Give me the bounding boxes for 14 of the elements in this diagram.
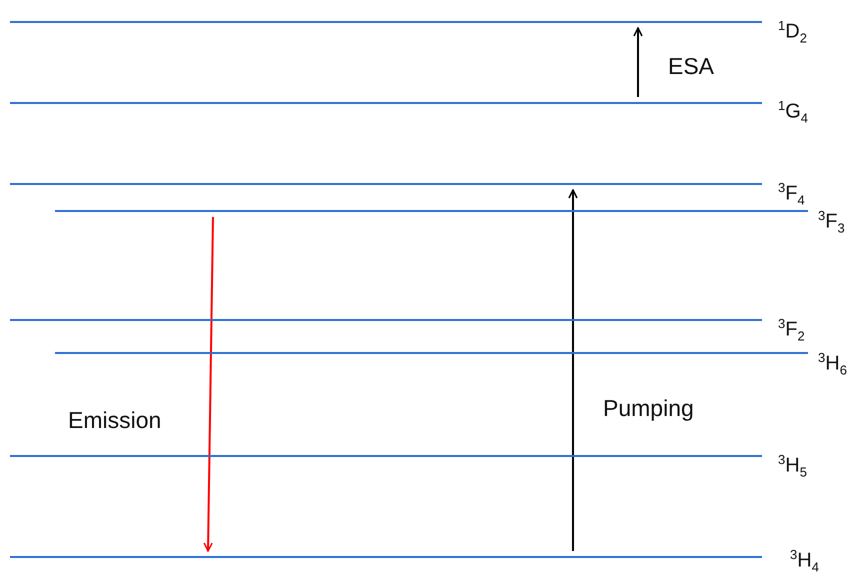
level-label: $^{3}$F$_{4}$ [778, 179, 805, 210]
level-label: $^{1}$D$_{2}$ [778, 17, 807, 48]
edge-label: Pumping [603, 394, 694, 422]
level-label: $^{1}$G$_{4}$ [778, 97, 808, 128]
edge-label: Emission [68, 406, 162, 434]
arrow [568, 189, 578, 551]
arrow [633, 27, 643, 97]
edge-label: ESA [668, 52, 714, 80]
level-label: $^{3}$F$_{2}$ [778, 315, 805, 346]
level-label: $^{3}$H$_{4}$ [790, 546, 819, 575]
level-label: $^{3}$H$_{6}$ [818, 349, 847, 380]
level-label: $^{3}$F$_{3}$ [818, 207, 845, 238]
arrow [203, 216, 214, 552]
level-label: $^{3}$H$_{5}$ [778, 451, 807, 482]
